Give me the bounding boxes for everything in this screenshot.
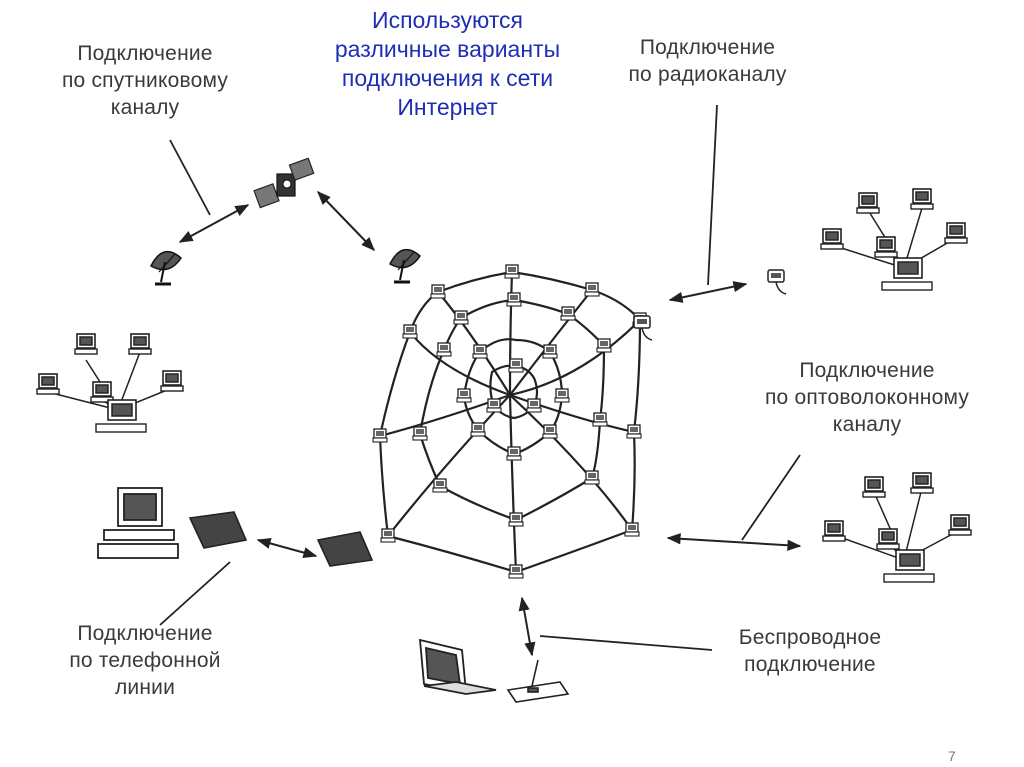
satellite-dish-icon xyxy=(151,252,181,284)
wireless-connection-label: Беспроводное подключение xyxy=(705,624,915,678)
label-line: Подключение xyxy=(20,620,270,647)
label-line: каналу xyxy=(30,94,260,121)
radio-connection-label: Подключение по радиоканалу xyxy=(595,34,820,88)
label-line: Подключение xyxy=(722,357,1012,384)
laptop-icon xyxy=(420,640,496,694)
satellite-dish-icon xyxy=(390,250,420,282)
satellite-connection-label: Подключение по спутниковому каналу xyxy=(30,40,260,121)
heading-line: подключения к сети xyxy=(290,64,605,93)
page-number: 7 xyxy=(948,748,956,764)
label-line: подключение xyxy=(705,651,915,678)
radio-modem-icon xyxy=(768,270,786,294)
local-network-right-bottom xyxy=(823,473,971,582)
label-line: по оптоволоконному xyxy=(722,384,1012,411)
connection-arrows xyxy=(180,192,800,655)
pointer-lines xyxy=(160,105,800,650)
wireless-access-point-icon xyxy=(508,660,568,702)
satellite-icon xyxy=(254,158,314,207)
slide-heading: Используются различные варианты подключе… xyxy=(290,6,605,122)
heading-line: Используются xyxy=(290,6,605,35)
local-network-right-top xyxy=(821,189,967,290)
label-line: Подключение xyxy=(595,34,820,61)
heading-line: Интернет xyxy=(290,93,605,122)
label-line: по телефонной xyxy=(20,647,270,674)
label-line: линии xyxy=(20,674,270,701)
desktop-computer-icon xyxy=(98,488,178,558)
telephone-modem-icon xyxy=(190,512,372,566)
heading-line: различные варианты xyxy=(290,35,605,64)
label-line: по радиоканалу xyxy=(595,61,820,88)
fiber-connection-label: Подключение по оптоволоконному каналу xyxy=(722,357,1012,438)
label-line: Беспроводное xyxy=(705,624,915,651)
label-line: Подключение xyxy=(30,40,260,67)
label-line: каналу xyxy=(722,411,1012,438)
phone-connection-label: Подключение по телефонной линии xyxy=(20,620,270,701)
radio-modem-icon xyxy=(634,316,652,340)
label-line: по спутниковому xyxy=(30,67,260,94)
local-network-left xyxy=(37,334,183,432)
